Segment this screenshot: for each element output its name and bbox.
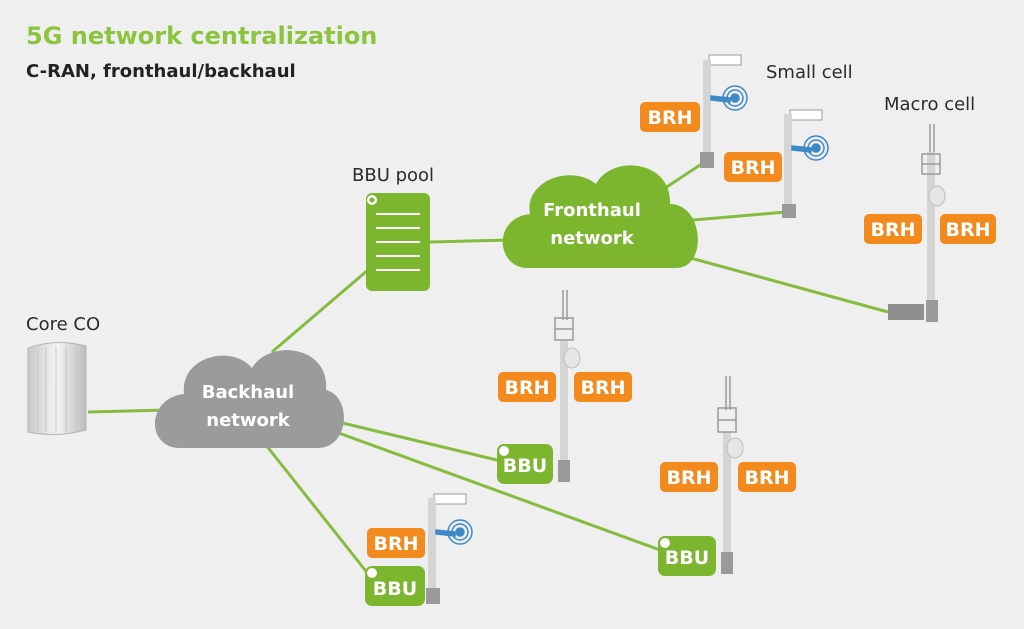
diagram-title: 5G network centralization <box>26 22 377 50</box>
macro-cell-label: Macro cell <box>884 94 975 115</box>
bbu-label-tower3: BBU <box>665 547 709 569</box>
small-cell-pole-3 <box>426 493 467 604</box>
bbu-box-tower2 <box>497 444 553 484</box>
link-backhaul-bbu1 <box>329 418 498 462</box>
brh-box-tower2-right <box>574 372 632 402</box>
small-cell-antenna-3-icon <box>435 519 473 545</box>
brh-label-macro-left: BRH <box>870 219 915 241</box>
link-fronthaul-macrocell <box>675 252 889 314</box>
link-bbupool-fronthaul <box>429 238 511 244</box>
brh-box-tower3-left <box>660 462 718 492</box>
small-cell-antenna-2-icon <box>791 135 829 161</box>
bbu-label-tower2: BBU <box>503 455 547 477</box>
diagram-subtitle: C-RAN, fronthaul/backhaul <box>26 61 296 82</box>
link-backhaul-bbu2 <box>335 430 661 552</box>
bbu-box-smallcell3-dot <box>367 568 377 578</box>
brh-box-smallcell3 <box>367 528 425 558</box>
brh-label-tower3-right: BRH <box>744 467 789 489</box>
link-core-backhaul <box>87 408 169 414</box>
connection-lines <box>87 161 889 576</box>
brh-label-tower2-right: BRH <box>580 377 625 399</box>
small-cell-pole-2 <box>782 109 823 218</box>
brh-label-macro-right: BRH <box>945 219 990 241</box>
bbu-box-smallcell3 <box>365 566 425 606</box>
fronthaul-network-cloud: Fronthaul network <box>502 165 698 268</box>
bbu-pool-label: BBU pool <box>352 165 434 186</box>
brh-label-tower3-left: BRH <box>666 467 711 489</box>
link-backhaul-bbupool <box>271 268 369 354</box>
brh-box-tower3-right <box>738 462 796 492</box>
backhaul-network-cloud: Backhaul network <box>154 350 344 448</box>
small-cell-label: Small cell <box>766 62 853 83</box>
brh-label-smallcell1: BRH <box>647 107 692 129</box>
brh-box-tower2-left <box>498 372 556 402</box>
bbu-box-tower2-dot <box>499 446 509 456</box>
brh-label-smallcell2: BRH <box>730 157 775 179</box>
macro-cell-tower-3 <box>717 376 744 574</box>
brh-box-smallcell2 <box>724 152 782 182</box>
brh-label-tower2-left: BRH <box>504 377 549 399</box>
small-cell-antenna-1-icon <box>710 85 748 111</box>
backhaul-cloud-line1: Backhaul <box>202 382 294 403</box>
link-backhaul-bbu3 <box>260 439 371 576</box>
fronthaul-cloud-line1: Fronthaul <box>543 200 641 221</box>
small-cell-pole-1 <box>700 54 742 168</box>
brh-box-macro-right <box>940 214 996 244</box>
bbu-box-tower3-dot <box>660 538 670 548</box>
backhaul-cloud-line2: network <box>206 410 290 431</box>
brh-label-smallcell3: BRH <box>373 533 418 555</box>
bbu-label-smallcell3: BBU <box>373 578 417 600</box>
bbu-box-tower3 <box>658 536 716 576</box>
macro-cell-tower-1 <box>888 124 946 322</box>
fronthaul-cloud-line2: network <box>550 228 634 249</box>
macro-cell-tower-2 <box>554 290 581 482</box>
core-co-server <box>27 342 87 436</box>
brh-box-macro-left <box>864 214 922 244</box>
brh-box-smallcell1 <box>640 102 700 132</box>
core-co-label: Core CO <box>26 314 100 335</box>
bbu-pool-rack <box>366 193 430 291</box>
